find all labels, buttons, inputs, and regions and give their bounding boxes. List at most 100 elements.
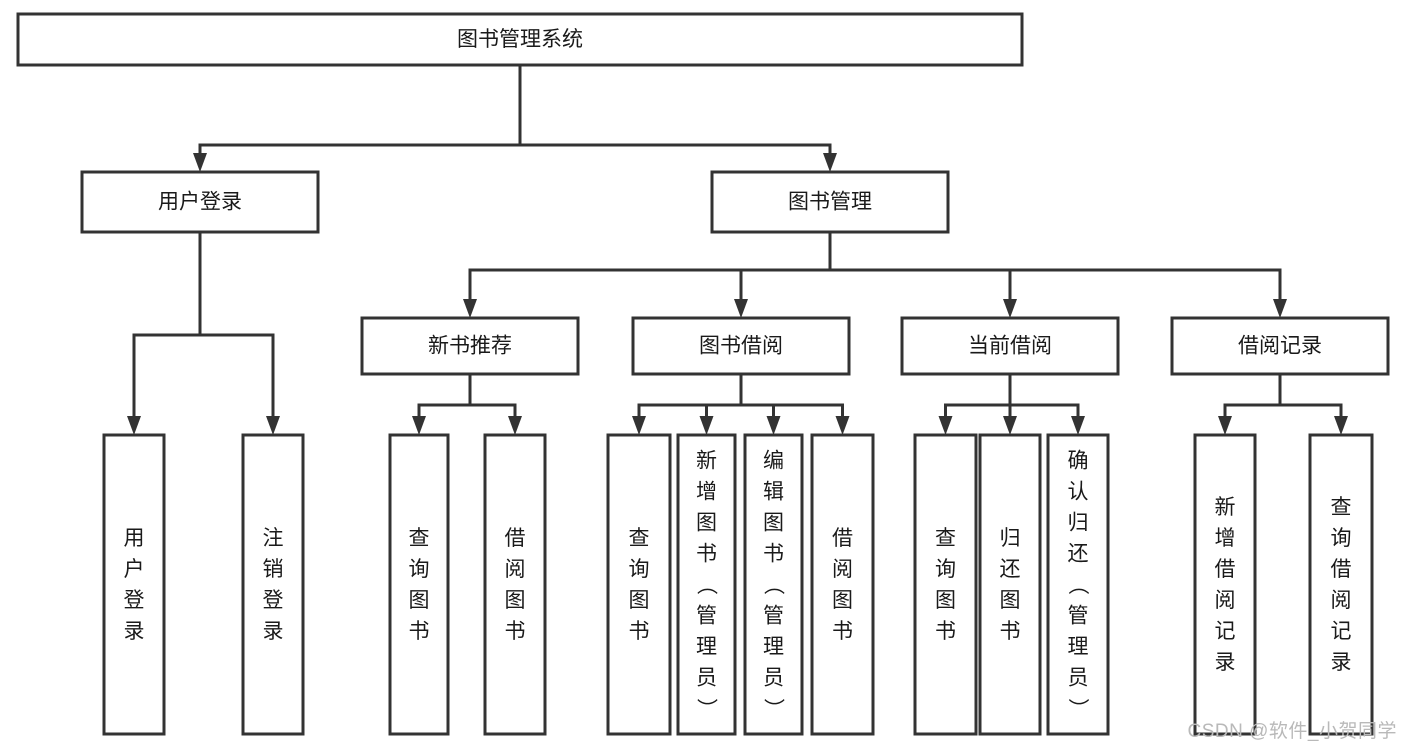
- node-book-manage-box: [710, 170, 950, 234]
- node-leaf-add-record-box: [1193, 433, 1257, 736]
- node-leaf-add-book-box: [676, 433, 737, 736]
- node-leaf-logout-char: 录: [263, 620, 284, 643]
- node-leaf-add-book-char: 书: [696, 543, 717, 566]
- arrow-head-icon: [938, 416, 953, 435]
- node-leaf-query-record-char: 询: [1331, 527, 1352, 550]
- node-leaf-edit-book-char: 辑: [763, 481, 784, 504]
- node-new-book-rec-box: [360, 316, 580, 376]
- arrow-head-icon: [1273, 299, 1287, 318]
- node-leaf-return-book-char: 图: [1000, 589, 1021, 612]
- node-leaf-add-book-char: ）: [695, 698, 718, 719]
- node-leaf-query-book-3-char: 查: [935, 527, 956, 550]
- node-leaf-return-book-char: 归: [1000, 527, 1021, 550]
- node-root-box: [16, 12, 1024, 67]
- node-leaf-query-book-2-box: [606, 433, 672, 736]
- node-leaf-query-book-2-char: 询: [629, 558, 650, 581]
- node-leaf-query-book-3-char: 图: [935, 589, 956, 612]
- node-leaf-borrow-book-1-box: [483, 433, 547, 736]
- arrow-head-icon: [1218, 416, 1232, 435]
- node-root-label: 图书管理系统: [457, 28, 583, 51]
- node-leaf-query-book-1-box: [388, 433, 450, 736]
- node-leaf-query-record-box: [1308, 433, 1374, 736]
- node-borrow-record-label: 借阅记录: [1238, 335, 1322, 358]
- node-leaf-confirm-return-box: [1046, 433, 1110, 736]
- node-leaf-confirm-return-char: 员: [1068, 667, 1089, 690]
- arrow-head-icon: [508, 416, 522, 435]
- node-current-borrow-box: [900, 316, 1120, 376]
- node-leaf-confirm-return-char: （: [1066, 574, 1089, 595]
- node-new-book-rec[interactable]: 新书推荐: [360, 316, 580, 376]
- node-leaf-add-book-char: （: [695, 574, 718, 595]
- node-borrow-record-box: [1170, 316, 1390, 376]
- arrow-head-icon: [632, 416, 646, 435]
- node-new-book-rec-label: 新书推荐: [428, 335, 512, 358]
- arrow-head-icon: [835, 416, 850, 435]
- node-leaf-borrow-book-2-char: 阅: [832, 558, 853, 581]
- node-user-login-label: 用户登录: [158, 191, 242, 214]
- node-user-login[interactable]: 用户登录: [80, 170, 320, 234]
- node-leaf-user-login-char: 录: [124, 620, 145, 643]
- node-leaf-confirm-return-char: 还: [1068, 543, 1089, 566]
- node-leaf-user-login-char: 户: [124, 558, 145, 581]
- arrow-head-icon: [193, 153, 207, 172]
- node-leaf-edit-book-char: 书: [763, 543, 784, 566]
- node-leaf-logout-char: 销: [263, 558, 284, 581]
- node-leaf-borrow-book-2-box: [810, 433, 875, 736]
- node-leaf-add-record-char: 阅: [1215, 589, 1236, 612]
- node-leaf-borrow-book-1-char: 阅: [505, 558, 526, 581]
- node-book-manage-label: 图书管理: [788, 191, 872, 214]
- arrow-head-icon: [463, 299, 477, 318]
- node-leaf-query-book-1-char: 查: [409, 527, 430, 550]
- node-leaf-borrow-book-2-char: 图: [832, 589, 853, 612]
- node-leaf-return-book-char: 书: [1000, 620, 1021, 643]
- node-leaf-confirm-return-char: 理: [1068, 636, 1089, 659]
- arrow-head-icon: [734, 299, 748, 318]
- node-leaf-logout-char: 登: [263, 589, 284, 612]
- node-leaf-confirm-return-char: ）: [1066, 698, 1089, 719]
- node-leaf-confirm-return-char: 管: [1068, 605, 1089, 628]
- node-book-manage[interactable]: 图书管理: [710, 170, 950, 234]
- node-leaf-query-book-1-char: 图: [409, 589, 430, 612]
- node-current-borrow-label: 当前借阅: [968, 335, 1052, 358]
- node-leaf-add-record-char: 录: [1215, 651, 1236, 674]
- node-leaf-user-login[interactable]: 用户登录: [102, 433, 166, 736]
- node-leaf-query-book-1-char: 询: [409, 558, 430, 581]
- node-root[interactable]: 图书管理系统: [16, 12, 1024, 67]
- node-leaf-query-book-3-char: 询: [935, 558, 956, 581]
- watermark-text: CSDN @软件_小贺同学: [1187, 721, 1397, 742]
- node-leaf-borrow-book-2-char: 借: [832, 527, 853, 550]
- node-leaf-edit-book-char: ）: [762, 698, 785, 719]
- node-leaf-confirm-return-char: 认: [1068, 481, 1089, 504]
- node-leaf-logout-box: [241, 433, 305, 736]
- node-leaf-edit-book-char: 员: [763, 667, 784, 690]
- node-leaf-query-record-char: 借: [1331, 558, 1352, 581]
- node-leaf-query-book-2-char: 查: [629, 527, 650, 550]
- node-book-borrow[interactable]: 图书借阅: [631, 316, 851, 376]
- node-leaf-edit-book-char: （: [762, 574, 785, 595]
- arrow-head-icon: [1334, 416, 1348, 435]
- arrow-head-icon: [1071, 416, 1085, 435]
- connectors-layer: [127, 63, 1348, 435]
- node-leaf-borrow-book-1-char: 书: [505, 620, 526, 643]
- node-borrow-record[interactable]: 借阅记录: [1170, 316, 1390, 376]
- arrow-head-icon: [1003, 416, 1017, 435]
- node-leaf-query-book-3-box: [913, 433, 978, 736]
- node-leaf-add-book-char: 员: [696, 667, 717, 690]
- node-leaf-user-login-char: 登: [124, 589, 145, 612]
- node-leaf-return-book-box: [978, 433, 1042, 736]
- node-leaf-query-book-2-char: 图: [629, 589, 650, 612]
- node-current-borrow[interactable]: 当前借阅: [900, 316, 1120, 376]
